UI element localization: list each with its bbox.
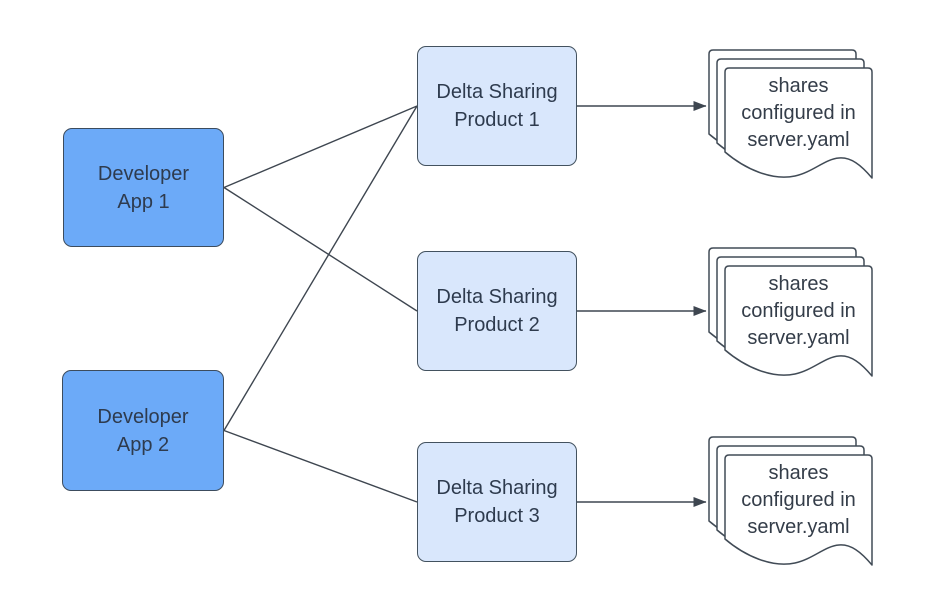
line-connector	[223, 429, 418, 503]
line-connector	[223, 105, 418, 431]
shares-document-stack-3-label: shares configured in server.yaml	[741, 461, 856, 538]
delta-sharing-product-2-label: Delta Sharing Product 2	[436, 286, 558, 336]
developer-app-2-node: Developer App 2	[62, 370, 224, 491]
line-connector	[223, 186, 418, 312]
developer-app-1-label: Developer App 1	[97, 162, 190, 213]
document-shape-icon	[724, 265, 873, 377]
developer-app-2-label: Developer App 2	[97, 405, 189, 456]
delta-sharing-product-3-node: Delta Sharing Product 3	[417, 442, 577, 562]
shares-document-stack-2-label: shares configured in server.yaml	[741, 272, 856, 349]
line-connector	[223, 105, 418, 189]
document-shape-icon	[724, 454, 873, 566]
delta-sharing-product-3-label: Delta Sharing Product 3	[436, 477, 558, 527]
document-shape-icon	[724, 67, 873, 179]
developer-app-1-node: Developer App 1	[63, 128, 224, 247]
shares-document-stack-3: shares configured in server.yaml	[708, 436, 873, 569]
delta-sharing-product-1-label: Delta Sharing Product 1	[436, 81, 558, 131]
shares-document-stack-1-label: shares configured in server.yaml	[741, 74, 856, 151]
delta-sharing-product-1-node: Delta Sharing Product 1	[417, 46, 577, 166]
shares-document-stack-2: shares configured in server.yaml	[708, 247, 873, 380]
shares-document-stack-1: shares configured in server.yaml	[708, 49, 873, 182]
delta-sharing-product-2-node: Delta Sharing Product 2	[417, 251, 577, 371]
